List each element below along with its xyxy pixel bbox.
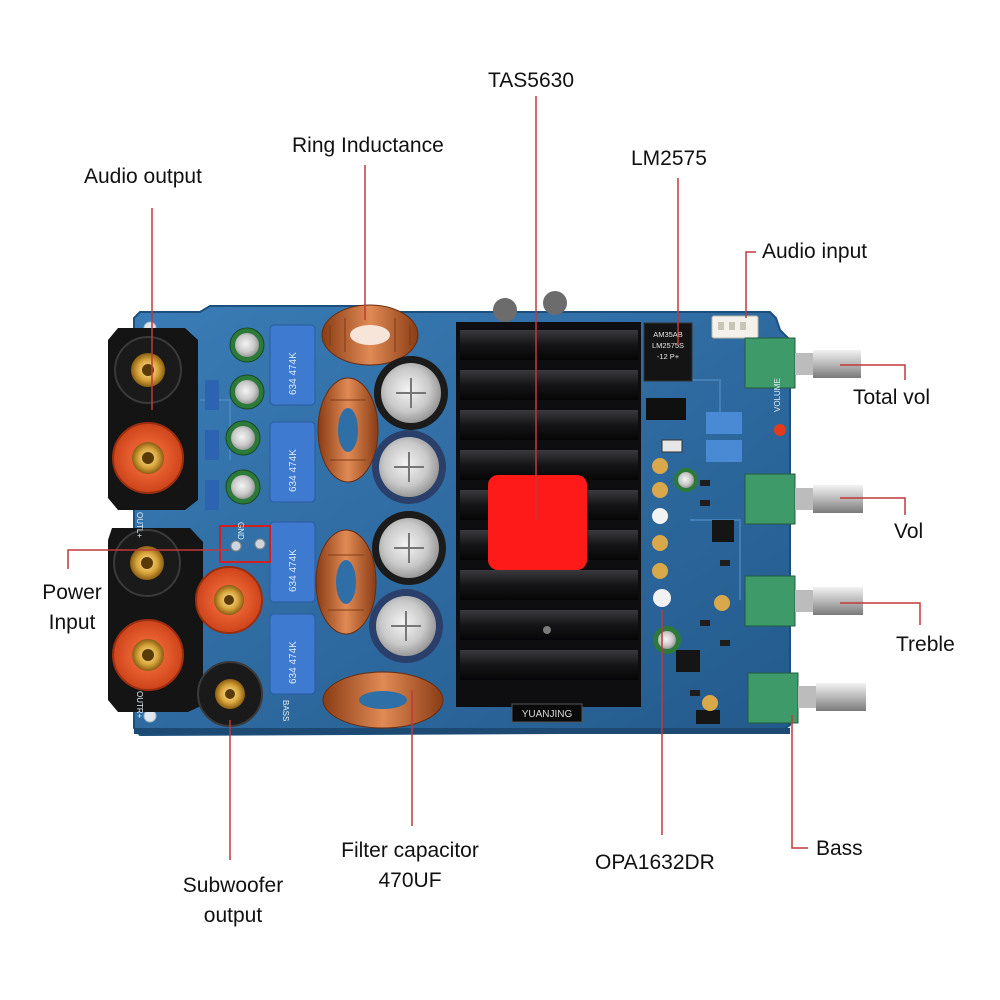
vol-pot [744, 473, 863, 525]
label-bass: Bass [816, 837, 863, 860]
ring-inductors [315, 304, 444, 729]
label-treble: Treble [896, 633, 955, 656]
treble-pot [744, 575, 863, 627]
leader-power-input [67, 549, 230, 569]
label-vol: Vol [894, 520, 924, 543]
label-ring-inductance: Ring Inductance [292, 134, 444, 157]
bass-pot [747, 672, 866, 724]
smd-components [652, 412, 786, 724]
heatsink-fin [460, 570, 638, 600]
volume-mark: VOLUME [773, 378, 782, 412]
film-capacitors: 634 474K 634 474K 634 474K 634 474K [269, 324, 316, 695]
chip-marking-3: -12 P+ [657, 352, 680, 361]
leader-vol [840, 497, 906, 515]
label-subwoofer-line2: output [203, 904, 263, 927]
label-audio-input: Audio input [762, 240, 868, 263]
terminal-orange-3 [195, 566, 263, 634]
terminal-black-2 [113, 529, 181, 597]
heatsink-fin [460, 370, 638, 400]
heatsink-fin [460, 610, 638, 640]
heatsink-fin [460, 330, 638, 360]
outl-mark: OUTL+ [135, 512, 144, 538]
speaker-terminals: GND OUTL+ OUTR+ BASS [108, 328, 290, 727]
cap-code-text: 634 474K [288, 352, 299, 395]
gnd-mark: GND [236, 522, 245, 540]
label-subwoofer-output: Subwoofer output [163, 871, 303, 931]
label-filter-capacitor-line1: Filter capacitor [341, 839, 479, 862]
label-total-vol: Total vol [853, 386, 931, 409]
label-filter-capacitor-line2: 470UF [378, 869, 442, 892]
chip-marking-1: AM35AB [653, 330, 683, 339]
outr-plus-mark: OUTR+ [135, 691, 144, 719]
terminal-orange-2 [112, 619, 184, 691]
total-vol-pot [744, 337, 861, 389]
label-power-input-line2: Input [48, 611, 96, 634]
terminal-orange-1 [112, 422, 184, 494]
terminal-black-1 [114, 336, 182, 404]
bass-mark: BASS [281, 700, 290, 721]
label-opa1632dr: OPA1632DR [595, 851, 715, 874]
terminal-black-3 [197, 661, 263, 727]
label-lm2575: LM2575 [631, 147, 707, 170]
cap-code-text: 634 474K [288, 449, 299, 492]
potentiometers: VOLUME [744, 337, 866, 724]
chip-marking-2: LM2575S [652, 341, 684, 350]
leader-bass [791, 715, 808, 849]
leader-total-vol [840, 364, 906, 380]
label-power-input-line1: Power [42, 581, 102, 604]
label-filter-capacitor: Filter capacitor 470UF [325, 836, 495, 896]
leader-audio-input [745, 251, 756, 318]
filter-capacitors [369, 291, 567, 663]
label-power-input: Power Input [32, 578, 112, 638]
label-subwoofer-line1: Subwoofer [182, 874, 284, 897]
heatsink-fin [460, 650, 638, 680]
leader-treble [840, 602, 921, 625]
cap-code-text: 634 474K [288, 549, 299, 592]
leader-lines [67, 96, 921, 860]
label-tas5630: TAS5630 [488, 69, 574, 92]
label-audio-output: Audio output [84, 165, 202, 188]
heatsink-brand-text: YUANJING [522, 709, 573, 720]
heatsink-fin [460, 410, 638, 440]
cap-code-text: 634 474K [288, 641, 299, 684]
gnd-highlight-box [219, 525, 271, 563]
audio-input-connector [711, 315, 759, 339]
lm2575-chip: AM35AB LM2575S -12 P+ [643, 322, 693, 453]
tas5630-chip-highlight [488, 475, 587, 570]
small-electrolytic-caps [205, 327, 265, 510]
